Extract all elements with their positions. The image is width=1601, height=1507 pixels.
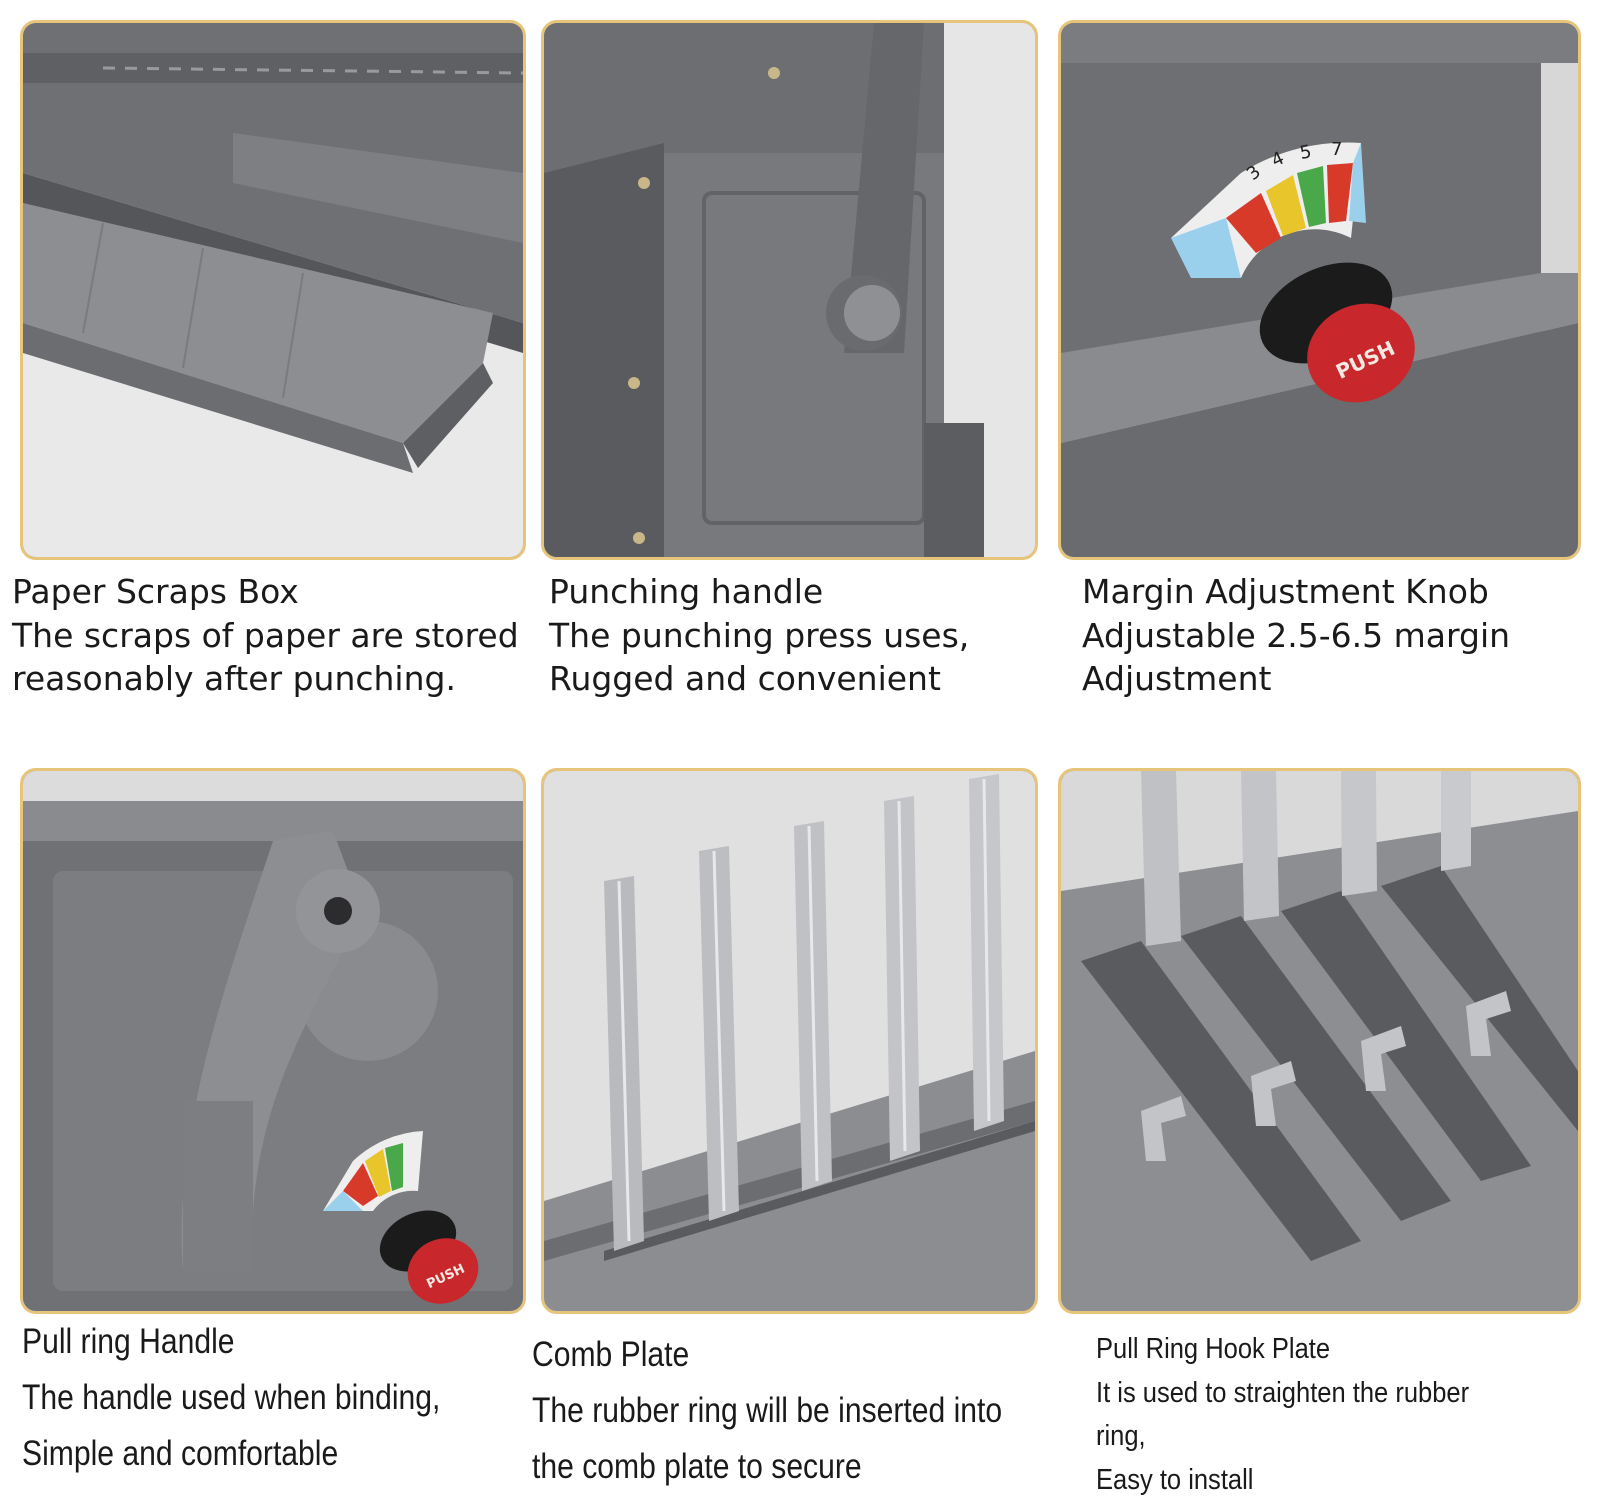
caption-comb-plate: Comb Plate The rubber ring will be inser…: [532, 1327, 1002, 1495]
caption-line: Easy to install: [1096, 1463, 1254, 1496]
caption-line: Adjustable 2.5-6.5 margin: [1082, 615, 1511, 655]
caption-line: The rubber ring will be inserted into: [532, 1391, 1003, 1430]
caption-line: The punching press uses,: [549, 615, 970, 655]
caption-title: Comb Plate: [532, 1335, 690, 1374]
caption-line: It is used to straighten the rubber: [1096, 1376, 1470, 1409]
caption-line: Rugged and convenient: [549, 659, 941, 699]
panel-paper-scraps-box: [20, 20, 526, 560]
dial-number-7: 7: [1331, 139, 1342, 160]
caption-line: The handle used when binding,: [22, 1378, 441, 1417]
paper-scraps-box-image: [23, 23, 523, 557]
caption-title: Margin Adjustment Knob: [1082, 572, 1489, 611]
pull-ring-handle-image: PUSH: [23, 771, 523, 1311]
caption-title: Pull ring Handle: [22, 1322, 235, 1361]
caption-line: Simple and comfortable: [22, 1434, 339, 1473]
margin-knob-image: 3 4 5 7 PUSH: [1061, 23, 1578, 557]
dial-number-5: 5: [1298, 141, 1313, 164]
caption-title: Punching handle: [549, 572, 824, 611]
caption-pull-ring-handle: Pull ring Handle The handle used when bi…: [22, 1314, 440, 1482]
hook-plate-image: [1061, 771, 1578, 1311]
caption-line: The scraps of paper are stored: [12, 615, 519, 655]
panel-punching-handle: [541, 20, 1038, 560]
caption-line: reasonably after punching.: [12, 659, 456, 699]
panel-pull-ring-handle: PUSH: [20, 768, 526, 1314]
comb-plate-image: [544, 771, 1035, 1311]
caption-title: Pull Ring Hook Plate: [1096, 1333, 1331, 1365]
panel-margin-adjustment-knob: 3 4 5 7 PUSH: [1058, 20, 1581, 560]
panel-comb-plate: [541, 768, 1038, 1314]
caption-title: Paper Scraps Box: [12, 572, 299, 611]
caption-punching-handle: Punching handle The punching press uses,…: [549, 570, 969, 701]
panel-pull-ring-hook-plate: [1058, 768, 1581, 1314]
punching-handle-image: [544, 23, 1035, 557]
caption-line: ring,: [1096, 1420, 1146, 1452]
caption-line: Adjustment: [1082, 659, 1272, 699]
caption-line: the comb plate to secure: [532, 1447, 862, 1486]
caption-paper-scraps-box: Paper Scraps Box The scraps of paper are…: [12, 570, 519, 701]
caption-margin-adjustment-knob: Margin Adjustment Knob Adjustable 2.5-6.…: [1082, 570, 1510, 701]
caption-pull-ring-hook-plate: Pull Ring Hook Plate It is used to strai…: [1096, 1328, 1469, 1502]
